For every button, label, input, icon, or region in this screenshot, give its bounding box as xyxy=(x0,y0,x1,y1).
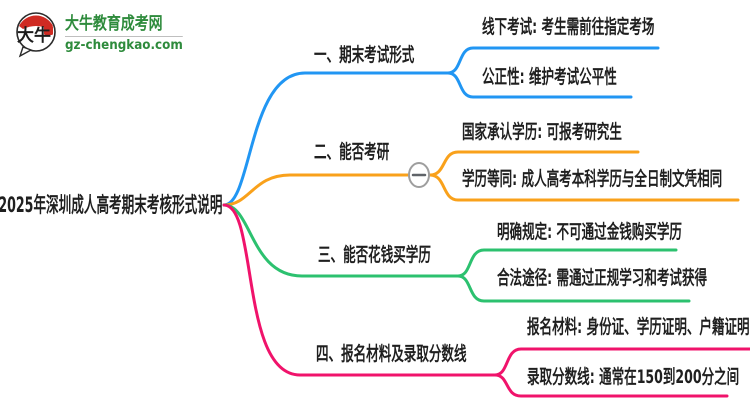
leaf-line-clear-rule xyxy=(456,248,678,278)
logo: 大牛 大牛教育成考网 gz-chengkao.com xyxy=(13,10,193,58)
root-topic[interactable]: 2025年深圳成人高考期末考核形式说明 xyxy=(0,193,222,217)
leaf-state-recognized[interactable]: 国家承认学历: 可报考研究生 xyxy=(462,121,622,143)
logo-icon-text: 大牛 xyxy=(17,25,51,46)
leaf-fairness[interactable]: 公正性: 维护考试公平性 xyxy=(482,66,617,88)
branch-label-materials-scores[interactable]: 四、报名材料及录取分数线 xyxy=(316,343,467,365)
leaf-clear-rule[interactable]: 明确规定: 不可通过金钱购买学历 xyxy=(497,221,682,243)
logo-title: 大牛教育成考网 xyxy=(65,14,163,34)
branch-label-buy-diploma[interactable]: 三、能否花钱买学历 xyxy=(318,244,431,266)
leaf-line-score-line xyxy=(493,373,729,398)
branch-label-postgraduate[interactable]: 二、能否考研 xyxy=(314,141,390,163)
leaf-offline-exam[interactable]: 线下考试: 考生需前往指定考场 xyxy=(482,16,655,38)
leaf-line-equivalent-degree xyxy=(428,173,740,202)
leaf-equivalent-degree[interactable]: 学历等同: 成人高考本科学历与全日制文凭相同 xyxy=(462,168,723,190)
leaf-line-legal-way xyxy=(456,274,691,303)
branch-label-exam-format[interactable]: 一、期末考试形式 xyxy=(314,44,415,66)
leaf-line-fairness xyxy=(446,71,633,99)
leaf-materials[interactable]: 报名材料: 身份证、学历证明、户籍证明 xyxy=(527,316,750,338)
leaf-score-line[interactable]: 录取分数线: 通常在150到200分之间 xyxy=(527,366,740,388)
leaf-legal-way[interactable]: 合法途径: 需通过正规学习和考试获得 xyxy=(497,267,708,289)
branch-line-materials-scores xyxy=(222,203,497,377)
collapse-toggle[interactable] xyxy=(408,162,430,188)
logo-url: gz-chengkao.com xyxy=(65,36,183,53)
branch-line-exam-format xyxy=(222,71,450,207)
daniu-bubble-icon: 大牛 xyxy=(16,12,56,58)
branch-line-postgraduate xyxy=(222,173,410,207)
